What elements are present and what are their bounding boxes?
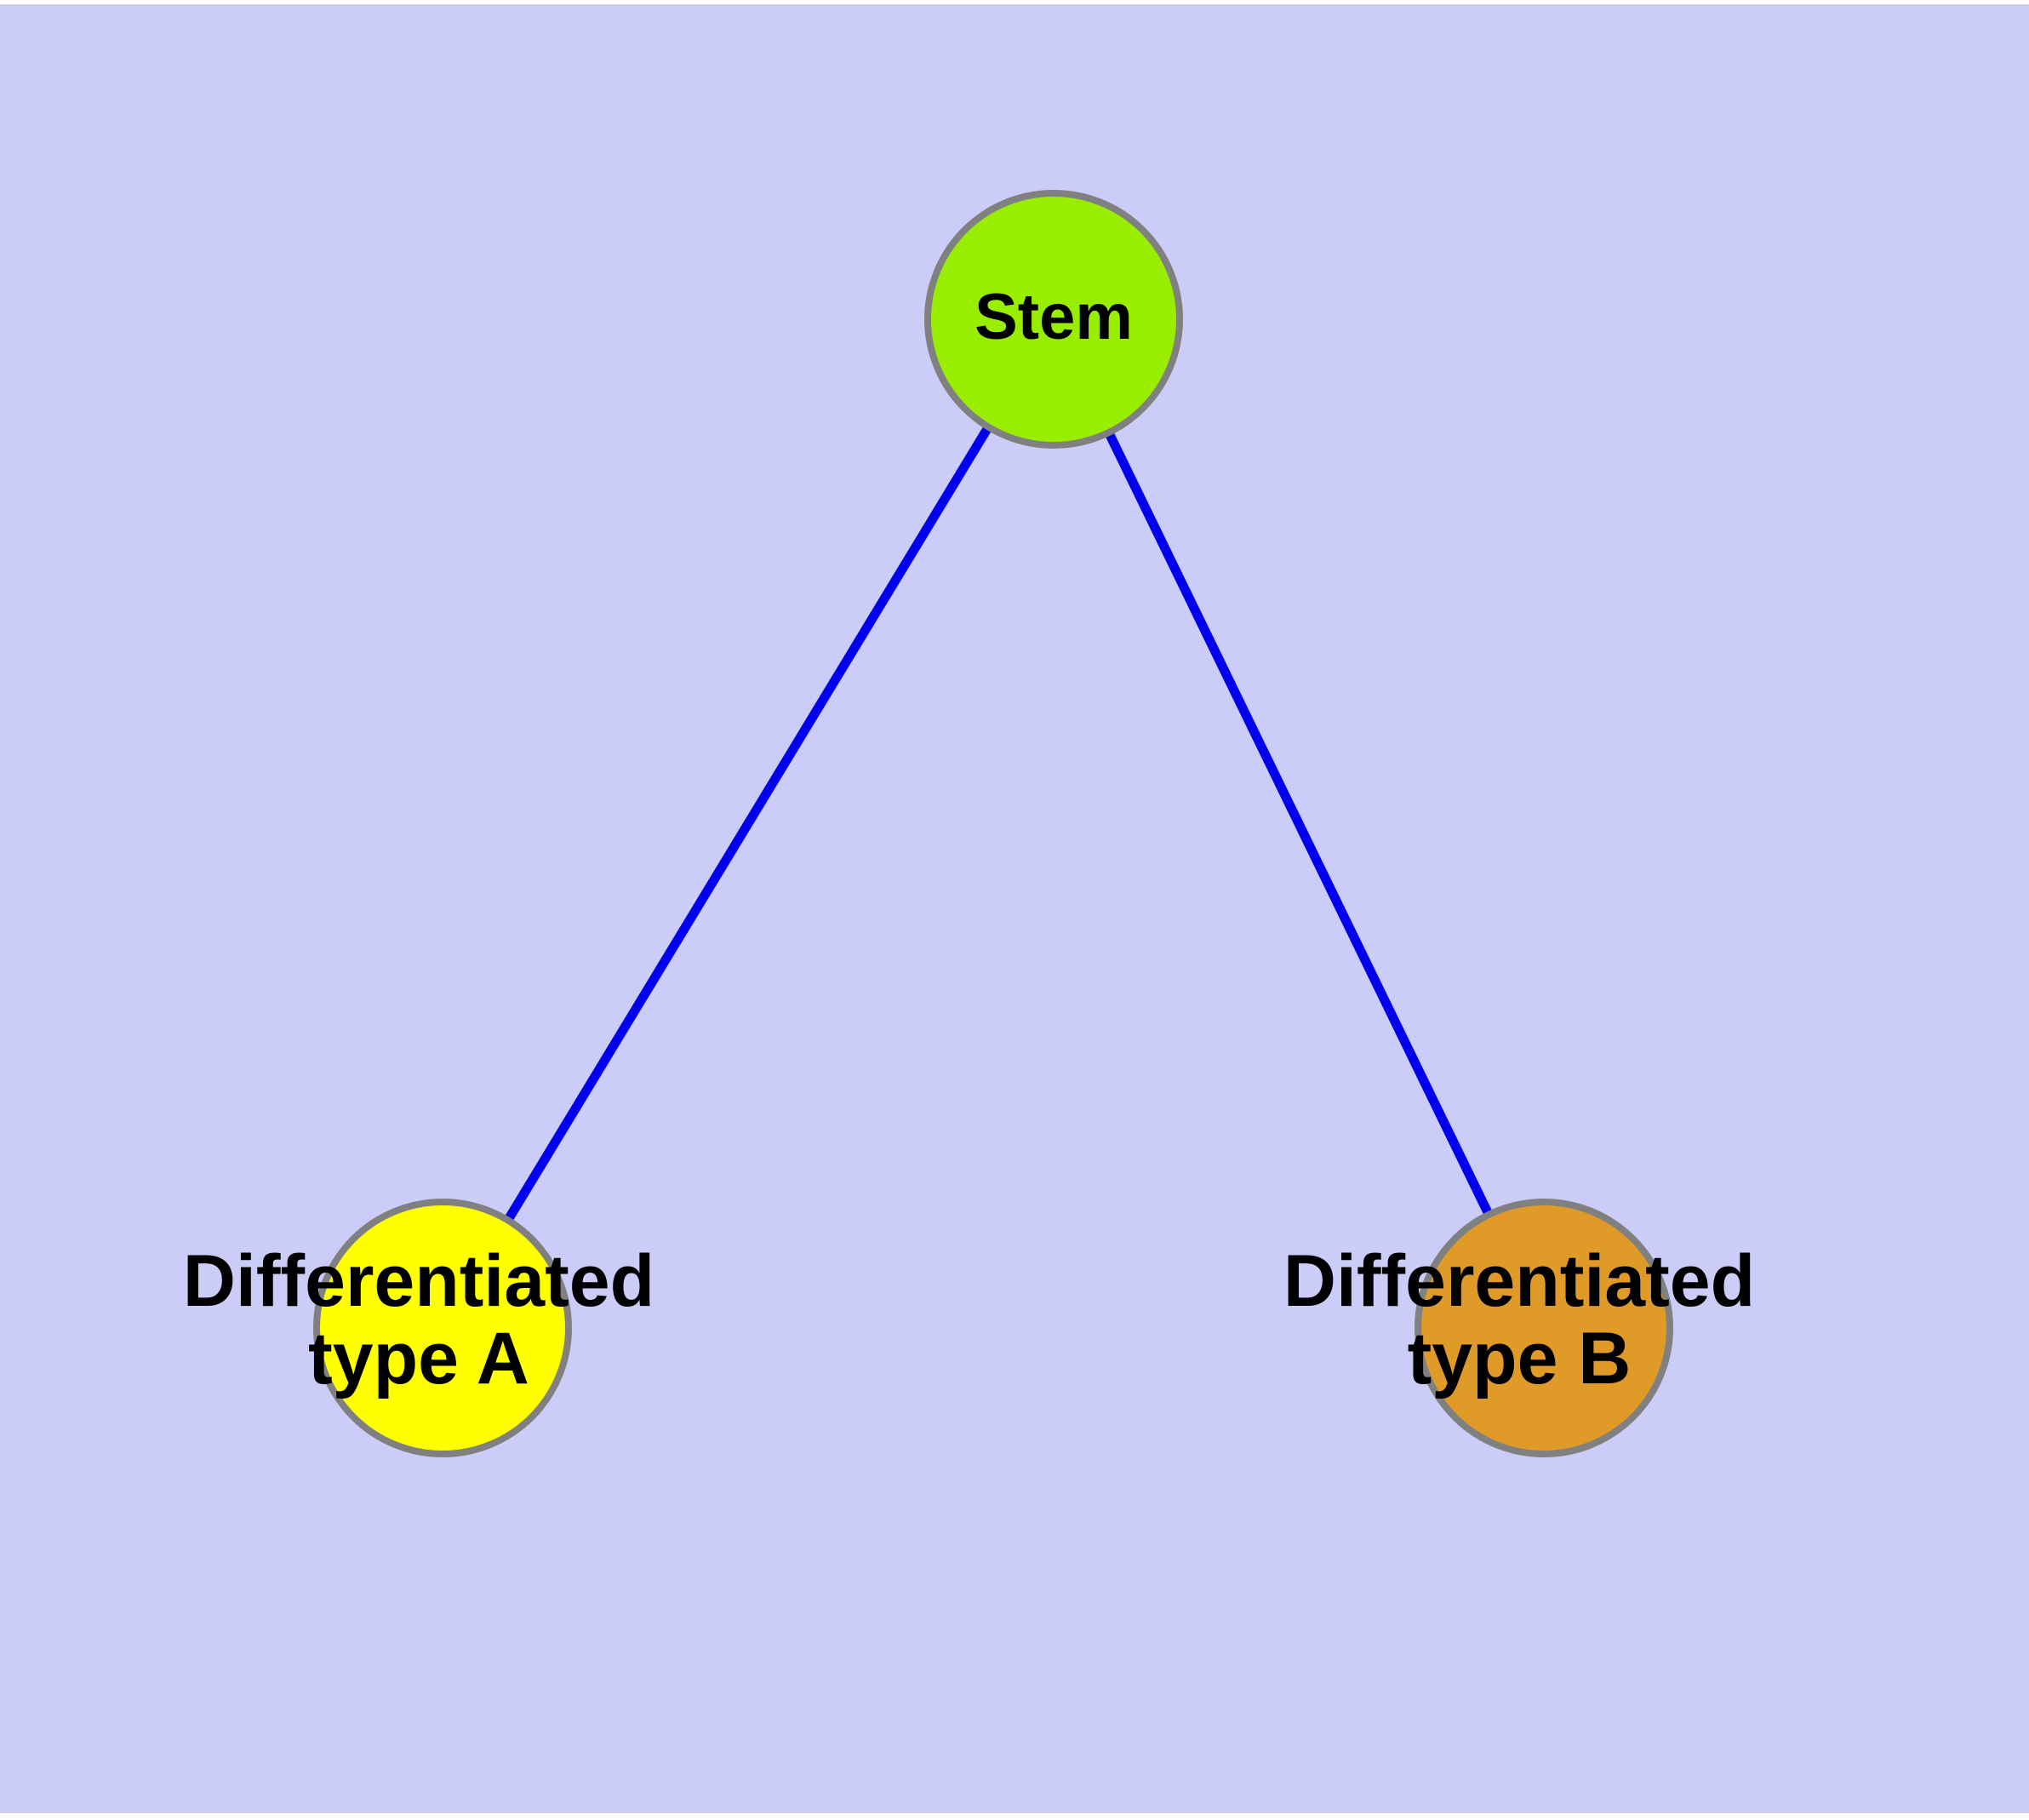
- node-differentiated-type-b[interactable]: [1415, 1199, 1673, 1457]
- node-differentiated-type-a[interactable]: [313, 1199, 572, 1457]
- node-stem[interactable]: [924, 190, 1183, 449]
- edge-stem-to-differentiated-type-b[interactable]: [1049, 317, 1548, 1331]
- edge-stem-to-differentiated-type-a[interactable]: [438, 317, 1058, 1331]
